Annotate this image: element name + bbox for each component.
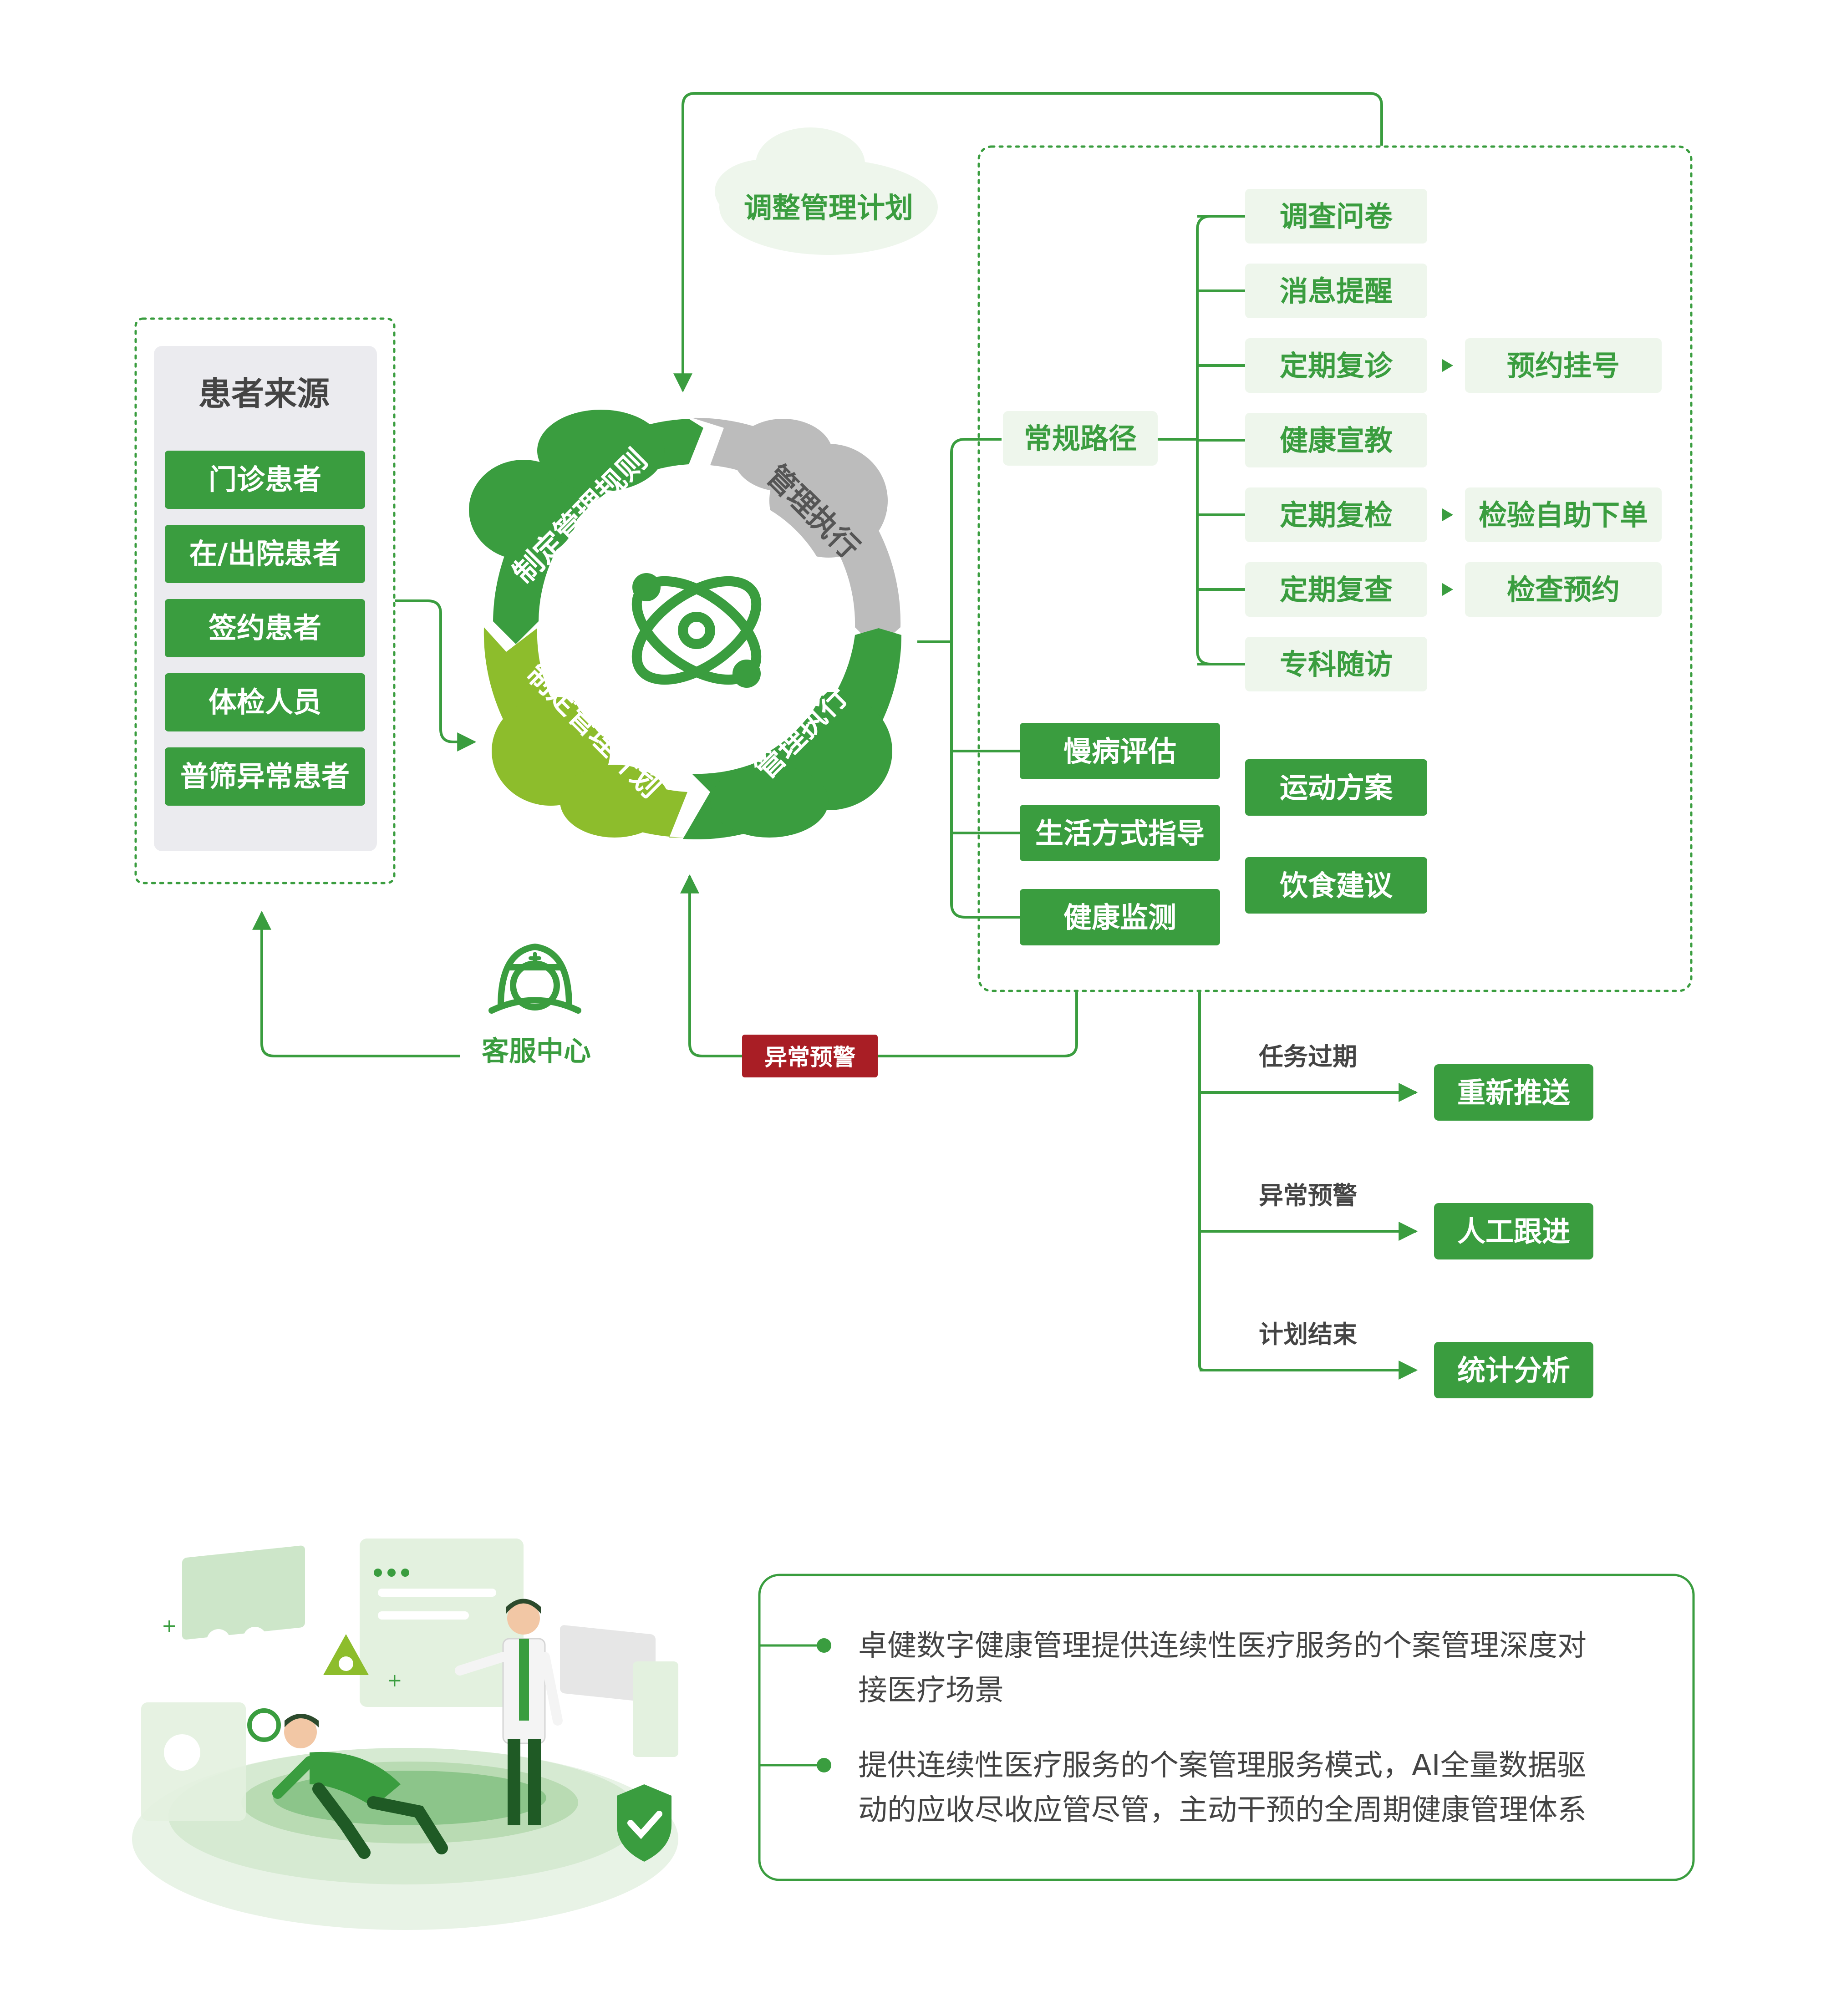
svg-text:+: + — [387, 1670, 402, 1691]
routine-item-label: 定期复查 — [1280, 573, 1393, 606]
patient-source-item-label: 体检人员 — [209, 686, 321, 719]
routine-item-label: 健康宣教 — [1280, 424, 1393, 457]
routine-item-label: 消息提醒 — [1280, 274, 1393, 308]
summary-text-line: 接医疗场景 — [858, 1674, 1004, 1707]
patient-source-item-label: 签约患者 — [209, 611, 321, 645]
routine-item: 健康宣教 — [1197, 413, 1427, 467]
management-cycle: 制定管理规则 管理执行 制定管理计划 管理执行 — [469, 410, 901, 840]
source-to-cycle-connector — [395, 599, 477, 752]
adjust-plan-cloud: 调整管理计划 — [715, 127, 938, 255]
chronic-item: 健康监测 — [1020, 889, 1220, 945]
routine-path-node: 常规路径 — [1003, 411, 1158, 466]
outcome-trigger-label: 计划结束 — [1259, 1320, 1357, 1349]
outcome-action-label: 人工跟进 — [1457, 1215, 1570, 1248]
summary-bullet: 提供连续性医疗服务的个案管理服务模式，AI全量数据驱动的应收尽收应管尽管，主动干… — [759, 1749, 1587, 1827]
execution-detail-panel — [977, 145, 1693, 992]
chronic-plan-label: 饮食建议 — [1280, 869, 1393, 902]
routine-item: 调查问卷 — [1197, 189, 1427, 244]
patient-source-item: 签约患者 — [165, 599, 365, 657]
routine-item-label: 专科随访 — [1280, 648, 1393, 681]
customer-service-connector — [252, 910, 460, 1057]
patient-source-item: 普筛异常患者 — [165, 747, 365, 806]
warning-connector — [680, 874, 1078, 1057]
outcome-action-label: 统计分析 — [1457, 1354, 1570, 1387]
adjust-plan-connector — [673, 92, 1383, 393]
chronic-item-label: 健康监测 — [1063, 901, 1176, 934]
routine-item: 定期复诊 预约挂号 — [1197, 338, 1662, 393]
summary-bullets: 卓健数字健康管理提供连续性医疗服务的个案管理深度对接医疗场景提供连续性医疗服务的… — [759, 1629, 1587, 1827]
chronic-item-label: 慢病评估 — [1063, 735, 1176, 768]
patient-source-item-label: 在/出院患者 — [189, 537, 341, 570]
routine-path-label: 常规路径 — [1024, 422, 1137, 455]
nurse-icon — [488, 944, 581, 1014]
chronic-plan-label: 运动方案 — [1280, 771, 1393, 804]
bullet-dot-icon — [817, 1638, 831, 1653]
warning-badge: 异常预警 — [742, 1035, 878, 1077]
arrow-right-icon — [1442, 583, 1453, 596]
summary-text-line: 动的应收尽收应管尽管，主动干预的全周期健康管理体系 — [858, 1793, 1587, 1827]
outcome-trunk — [1198, 992, 1205, 1371]
chronic-item: 生活方式指导 — [1020, 805, 1220, 861]
chronic-item-label: 生活方式指导 — [1035, 817, 1205, 850]
routine-item-next-label: 检查预约 — [1507, 573, 1620, 606]
routine-item: 定期复查 检查预约 — [1197, 562, 1662, 617]
routine-item-label: 定期复诊 — [1280, 349, 1393, 382]
outcome-trigger-label: 异常预警 — [1259, 1181, 1357, 1210]
routine-item-next-label: 预约挂号 — [1507, 349, 1620, 382]
arrow-right-icon — [1442, 508, 1453, 521]
svg-text:+: + — [162, 1615, 177, 1636]
health-management-illustration: + + — [132, 1539, 678, 1930]
customer-service-label: 客服中心 — [482, 1036, 591, 1067]
atom-icon — [631, 573, 762, 688]
bullet-dot-icon — [817, 1758, 831, 1772]
outcome-trigger-label: 任务过期 — [1259, 1042, 1357, 1071]
patient-source-item-label: 门诊患者 — [209, 463, 321, 496]
chronic-plan: 饮食建议 — [1245, 857, 1427, 914]
routine-item: 专科随访 — [1197, 637, 1427, 691]
patient-source-item: 在/出院患者 — [165, 525, 365, 583]
adjust-plan-label: 调整管理计划 — [744, 191, 913, 224]
routine-item-label: 定期复检 — [1280, 498, 1393, 532]
chronic-plan: 运动方案 — [1245, 759, 1427, 816]
routine-item: 定期复检 检验自助下单 — [1197, 487, 1662, 542]
chronic-item: 慢病评估 — [1020, 723, 1220, 779]
routine-item: 消息提醒 — [1197, 264, 1427, 318]
outcome-action-label: 重新推送 — [1457, 1076, 1570, 1109]
routine-item-label: 调查问卷 — [1280, 200, 1393, 233]
routine-item-next-label: 检验自助下单 — [1479, 498, 1648, 532]
cycle-to-detail-connectors — [917, 438, 1020, 919]
arrow-right-icon — [1442, 359, 1453, 372]
summary-text-line: 卓健数字健康管理提供连续性医疗服务的个案管理深度对 — [858, 1629, 1587, 1663]
patient-source-item-label: 普筛异常患者 — [180, 760, 350, 793]
summary-box — [758, 1574, 1695, 1881]
patient-source-item: 体检人员 — [165, 673, 365, 731]
warning-badge-label: 异常预警 — [764, 1044, 855, 1071]
patient-source-title: 患者来源 — [198, 375, 330, 413]
summary-text-line: 提供连续性医疗服务的个案管理服务模式，AI全量数据驱 — [858, 1749, 1586, 1782]
patient-source-item: 门诊患者 — [165, 451, 365, 509]
